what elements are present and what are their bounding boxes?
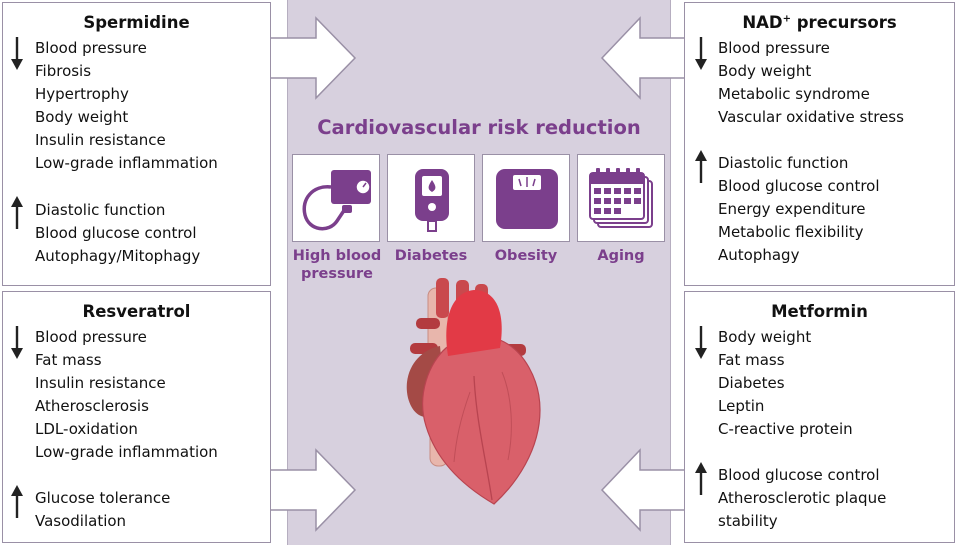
resveratrol-decrease-item: Atherosclerosis	[35, 397, 149, 415]
nad-decrease-item: Vascular oxidative stress	[718, 108, 904, 126]
spermidine-box: Spermidine Blood pressure Fibrosis Hyper…	[2, 2, 271, 286]
aging-icon-box	[577, 154, 665, 242]
metformin-increase-item: Atherosclerotic plaque	[718, 489, 887, 507]
resveratrol-box: Resveratrol Blood pressure Fat mass Insu…	[2, 291, 271, 543]
spermidine-increase-item: Autophagy/Mitophagy	[35, 247, 201, 265]
arrow-metformin	[600, 448, 686, 532]
blood-pressure-monitor-icon	[302, 170, 371, 231]
aging-label: Aging	[597, 248, 645, 264]
heart-icon	[406, 278, 541, 505]
down-arrow-icon	[11, 37, 23, 70]
scale-icon	[496, 169, 558, 229]
nad-precursors-box: NAD+ precursors Blood pressure Body weig…	[684, 2, 955, 286]
resveratrol-title: Resveratrol	[82, 302, 191, 321]
glucose-meter-icon	[415, 169, 449, 232]
resveratrol-decrease-item: Fat mass	[35, 351, 102, 369]
main-title: Cardiovascular risk reduction	[317, 116, 641, 139]
resveratrol-increase-item: Vasodilation	[35, 512, 127, 530]
metformin-decrease-item: Body weight	[718, 328, 812, 346]
high-blood-pressure-label: High blood pressure	[292, 248, 382, 282]
metformin-decrease-item: Diabetes	[718, 374, 785, 392]
metformin-box: Metformin Body weight Fat mass Diabetes …	[684, 291, 955, 543]
resveratrol-increase-item: Glucose tolerance	[35, 489, 171, 507]
spermidine-decrease-item: Body weight	[35, 108, 129, 126]
arrow-nad	[600, 16, 686, 100]
nad-increase-item: Diastolic function	[718, 154, 849, 172]
metformin-decrease-item: Leptin	[718, 397, 765, 415]
spermidine-title: Spermidine	[83, 13, 190, 32]
spermidine-decrease-item: Hypertrophy	[35, 85, 129, 103]
nad-decrease-item: Body weight	[718, 62, 812, 80]
resveratrol-decrease-item: LDL-oxidation	[35, 420, 138, 438]
metformin-decrease-item: C-reactive protein	[718, 420, 853, 438]
down-arrow-icon	[695, 326, 707, 359]
metformin-increase-item: stability	[718, 512, 778, 530]
diabetes-label: Diabetes	[394, 248, 468, 264]
spermidine-decrease-item: Insulin resistance	[35, 131, 166, 149]
up-arrow-icon	[695, 150, 707, 183]
metformin-increase-item: Blood glucose control	[718, 466, 880, 484]
arrow-spermidine	[269, 16, 357, 100]
up-arrow-icon	[695, 462, 707, 495]
resveratrol-decrease-item: Insulin resistance	[35, 374, 166, 392]
diabetes-icon-box	[387, 154, 475, 242]
obesity-icon-box	[482, 154, 570, 242]
spermidine-decrease-item: Fibrosis	[35, 62, 92, 80]
spermidine-increase-item: Blood glucose control	[35, 224, 197, 242]
obesity-label: Obesity	[494, 248, 558, 264]
resveratrol-decrease-item: Low-grade inflammation	[35, 443, 218, 461]
spermidine-decrease-item: Blood pressure	[35, 39, 147, 57]
nad-increase-item: Energy expenditure	[718, 200, 866, 218]
spermidine-increase-item: Diastolic function	[35, 201, 166, 219]
down-arrow-icon	[11, 326, 23, 359]
metformin-decrease-item: Fat mass	[718, 351, 785, 369]
nad-decrease-item: Metabolic syndrome	[718, 85, 870, 103]
spermidine-decrease-item: Low-grade inflammation	[35, 154, 218, 172]
metformin-title: Metformin	[771, 302, 868, 321]
down-arrow-icon	[695, 37, 707, 70]
nad-increase-item: Metabolic flexibility	[718, 223, 864, 241]
calendar-icon	[589, 168, 653, 228]
up-arrow-icon	[11, 485, 23, 518]
up-arrow-icon	[11, 196, 23, 229]
arrow-resveratrol	[269, 448, 357, 532]
high-blood-pressure-icon-box	[292, 154, 380, 242]
nad-decrease-item: Blood pressure	[718, 39, 830, 57]
nad-increase-item: Autophagy	[718, 246, 800, 264]
nad-increase-item: Blood glucose control	[718, 177, 880, 195]
nad-precursors-title: NAD+ precursors	[742, 13, 897, 32]
resveratrol-decrease-item: Blood pressure	[35, 328, 147, 346]
